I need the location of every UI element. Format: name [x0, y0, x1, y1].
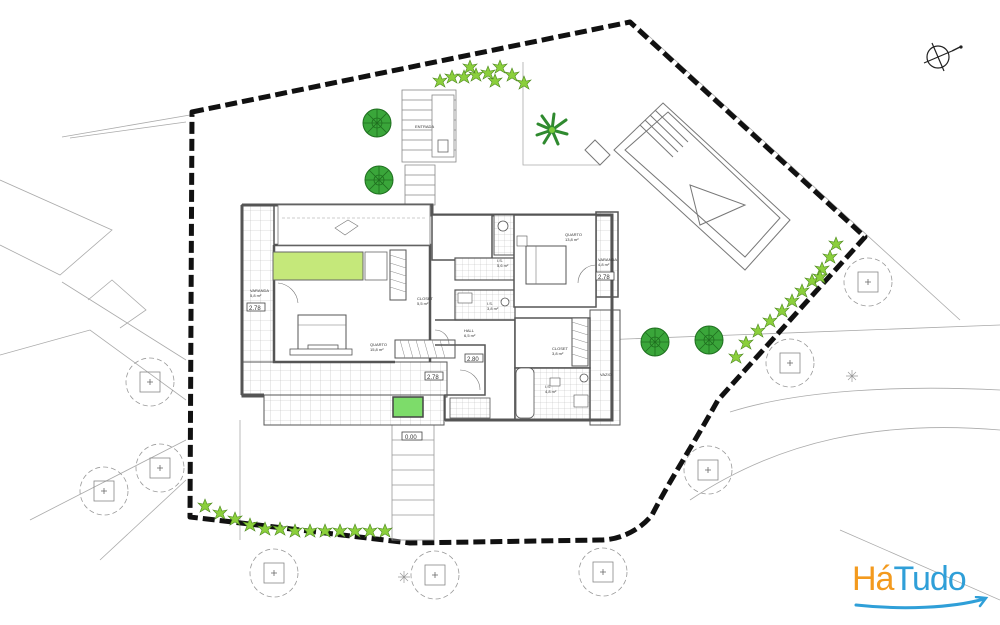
- logo-text-part2: Tudo: [893, 560, 966, 598]
- plant-symbols: [398, 370, 858, 583]
- room-area: 3,8 m²: [552, 351, 564, 356]
- logo-swoosh-icon: [854, 595, 989, 610]
- room-label: CLOSET: [552, 346, 569, 351]
- room-label: QUARTO: [565, 232, 582, 237]
- level-left: 2.78: [249, 306, 261, 312]
- room-label: HALL: [464, 328, 475, 333]
- room-label: QUARTO: [370, 342, 387, 347]
- room-area: 3,8 m²: [487, 306, 499, 311]
- room-area: 5,8 m²: [250, 293, 262, 298]
- room-area: 6,5 m²: [464, 333, 476, 338]
- palm-tree: [535, 112, 569, 146]
- entrada-label: ENTRADA: [415, 124, 434, 129]
- level-stair: 2.78: [427, 375, 439, 381]
- room-label: VAZIO: [600, 372, 612, 377]
- highlighted-area: [272, 251, 364, 281]
- level-right: 2.78: [598, 275, 610, 281]
- level-markers: 2.78 2.78 2.78 2.80 0.00: [246, 271, 615, 441]
- room-area: 15,8 m²: [370, 347, 384, 352]
- room-label: I.S.: [497, 258, 503, 263]
- room-area: 4,8 m²: [598, 262, 610, 267]
- room-area: 5,5 m²: [417, 301, 429, 306]
- room-label: I.S.: [545, 384, 551, 389]
- swimming-pool: [584, 102, 791, 271]
- level-hall: 2.80: [467, 357, 479, 363]
- logo: HáTudo: [852, 562, 992, 612]
- north-arrow-icon: [923, 42, 963, 72]
- room-label: VARANDA: [598, 257, 617, 262]
- level-path: 0.00: [405, 435, 417, 441]
- room-labels: QUARTO 13,8 m² QUARTO 15,8 m² I.S. 5,6 m…: [250, 232, 617, 394]
- room-label: CLOSET: [417, 296, 434, 301]
- plunge-pool: [392, 396, 424, 418]
- room-label: I.S.: [487, 301, 493, 306]
- room-area: 4,8 m²: [545, 389, 557, 394]
- front-path: [391, 424, 435, 541]
- house: [240, 203, 621, 426]
- logo-text-part1: Há: [852, 560, 894, 598]
- entrance-steps: [401, 89, 457, 206]
- site-boundary: [187, 19, 868, 546]
- room-label: VARANDA: [250, 288, 269, 293]
- room-area: 13,8 m²: [565, 237, 579, 242]
- room-area: 5,6 m²: [497, 263, 509, 268]
